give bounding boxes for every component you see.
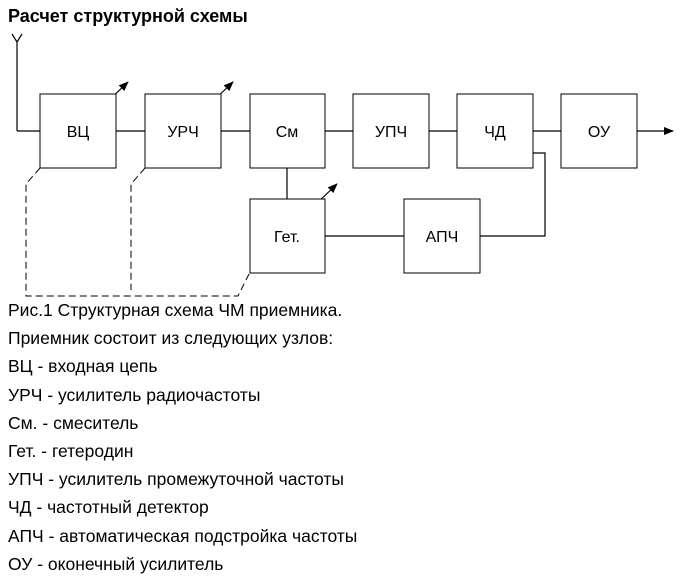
block-apch: АПЧ <box>403 198 481 274</box>
block-chd-label: ЧД <box>484 124 506 141</box>
block-vc: ВЦ <box>39 93 117 169</box>
legend-item: Гет. - гетеродин <box>8 441 134 462</box>
intro-text: Приемник состоит из следующих узлов: <box>8 328 334 349</box>
block-sm: См <box>249 93 326 169</box>
legend-item: УРЧ - усилитель радиочастоты <box>8 384 261 405</box>
legend-item: ВЦ - входная цепь <box>8 356 158 377</box>
block-get-label: Гет. <box>274 229 300 246</box>
block-vc-label: ВЦ <box>67 124 90 141</box>
legend-item: АПЧ - автоматическая подстройка частоты <box>8 525 358 546</box>
page-title: Расчет структурной схемы <box>8 6 248 26</box>
ganged-tuning-link <box>25 167 251 297</box>
figure-caption: Рис.1 Структурная схема ЧМ приемника. <box>8 300 343 320</box>
block-urch: УРЧ <box>144 93 222 169</box>
block-chd: ЧД <box>456 93 534 169</box>
block-apch-label: АПЧ <box>426 229 459 246</box>
legend-item: ОУ - оконечный усилитель <box>8 553 224 574</box>
block-ou-label: ОУ <box>588 124 611 141</box>
block-diagram: ВЦ УРЧ См УПЧ ЧД ОУ Гет. АПЧ <box>11 33 674 297</box>
signal-connectors <box>116 127 674 237</box>
block-ou: ОУ <box>560 93 638 169</box>
block-urch-label: УРЧ <box>167 124 199 141</box>
block-get: Гет. <box>249 198 326 274</box>
block-upch: УПЧ <box>352 93 430 169</box>
legend-item: См. - смеситель <box>8 412 139 433</box>
legend-item: ЧД - частотный детектор <box>8 497 209 518</box>
block-sm-label: См <box>276 124 299 141</box>
antenna-icon <box>11 33 40 132</box>
block-upch-label: УПЧ <box>375 124 407 141</box>
description: Рис.1 Структурная схема ЧМ приемника. Пр… <box>8 296 357 578</box>
legend-item: УПЧ - усилитель промежуточной частоты <box>8 469 344 490</box>
